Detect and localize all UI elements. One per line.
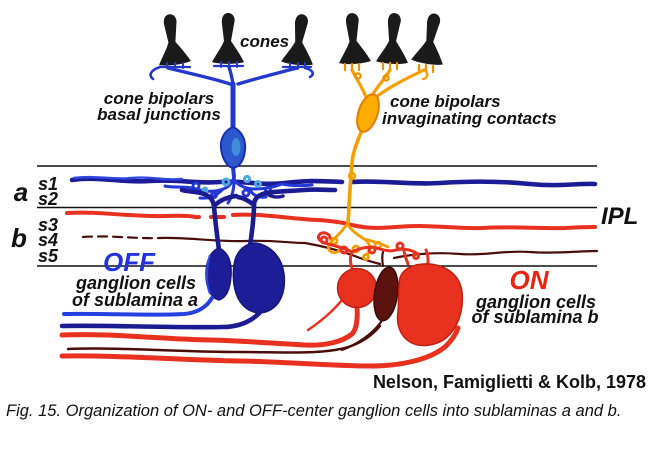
on-ganglion-cells — [59, 231, 464, 369]
stratum-s3-label: s3 — [38, 215, 58, 235]
left-bipolar-label-line2: basal junctions — [97, 105, 221, 124]
off-sublabel-line1: ganglion cells — [75, 273, 196, 293]
cones-label: cones — [240, 32, 289, 51]
off-axon-navy — [59, 307, 265, 330]
on-ganglion-soma-maroon — [373, 266, 399, 322]
cone-icon — [375, 12, 411, 65]
stratum-s1-label: s1 — [38, 174, 58, 194]
stratum-s2-label: s2 — [38, 189, 58, 209]
stratum-s1-navy-line — [69, 175, 598, 188]
off-bipolar-soma-highlight — [231, 138, 241, 156]
ipl-boundary-lines — [37, 165, 597, 267]
off-cone-bipolar-cell — [149, 61, 314, 179]
on-label: ON — [510, 265, 550, 295]
right-bipolar-label-line2: invaginating contacts — [382, 109, 557, 128]
on-ganglion-dendritic-tuft — [316, 231, 430, 270]
figure-caption: Fig. 15. Organization of ON- and OFF-cen… — [6, 402, 621, 420]
ipl-label: IPL — [601, 203, 638, 230]
on-ganglion-soma-round — [336, 267, 378, 309]
right-cone-group — [335, 11, 451, 67]
off-ganglion-soma-large — [232, 242, 286, 314]
cone-icon — [335, 12, 372, 65]
left-bipolar-label-line1: cone bipolars — [104, 89, 215, 108]
stratum-s4-label: s4 — [38, 230, 58, 250]
on-ganglion-soma-large — [396, 263, 464, 347]
on-cone-bipolar-cell — [343, 61, 435, 225]
on-axon-maroon — [66, 324, 382, 354]
on-bipolar-soma — [356, 93, 380, 133]
right-bipolar-label-line1: cone bipolars — [390, 92, 501, 111]
on-axon-red-upper — [59, 305, 360, 348]
sublamina-a-label: a — [14, 177, 28, 207]
cone-icon — [410, 11, 451, 67]
on-axon-red-lower — [59, 325, 461, 369]
on-sublabel-line1: ganglion cells — [475, 292, 596, 312]
off-bipolar-terminal-arbor — [163, 174, 314, 205]
attribution-text: Nelson, Famiglietti & Kolb, 1978 — [373, 372, 646, 392]
on-sublabel-line2: of sublamina b — [471, 307, 598, 327]
off-soma-highlight — [206, 254, 211, 295]
off-sublabel-line2: of sublamina a — [72, 290, 198, 310]
sublamina-b-label: b — [11, 223, 27, 253]
stratum-s5-label: s5 — [38, 246, 59, 266]
off-ganglion-cells — [59, 187, 338, 330]
cone-icon — [153, 12, 192, 67]
left-cone-group — [153, 12, 319, 67]
off-label: OFF — [103, 247, 156, 277]
stratum-s3-red-line — [65, 210, 597, 231]
off-axon-bright-blue — [62, 296, 214, 317]
